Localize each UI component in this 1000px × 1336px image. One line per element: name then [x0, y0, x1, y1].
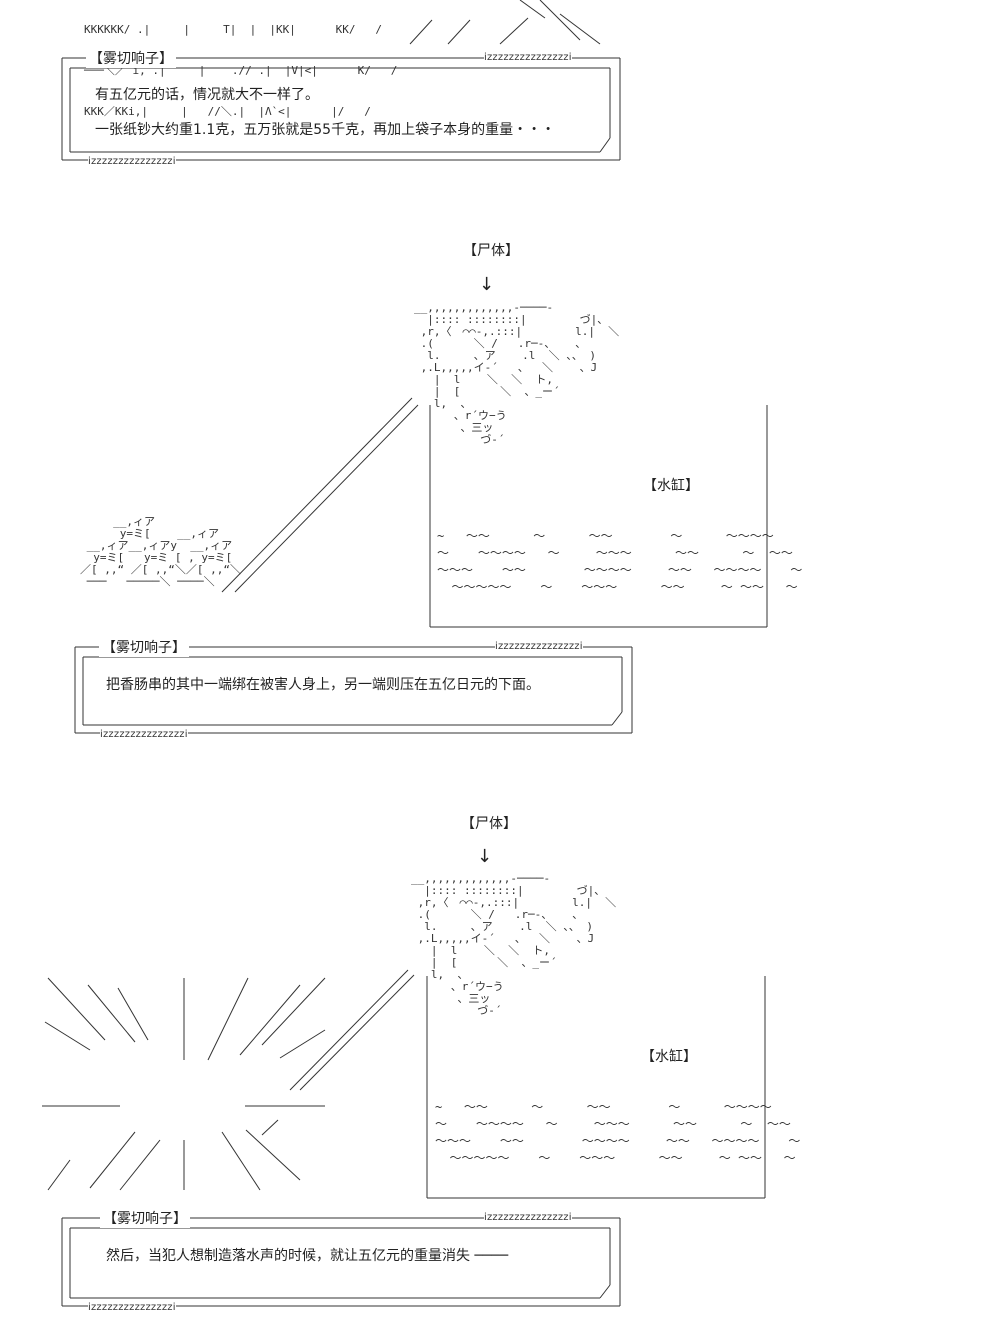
top-art-hatching	[409, 0, 601, 45]
panel-1-line-1: 有五亿元的话，情况就大不一样了。	[95, 87, 319, 103]
panel-3-izz-bottom: izzzzzzzzzzzzzzzi	[88, 1302, 176, 1313]
panel-1-izz-bottom: izzzzzzzzzzzzzzzi	[88, 156, 176, 167]
scene-2-corpse-figure: __,,,,,,,,,,,,,-────- |:::: ::::::::| づ|…	[411, 872, 617, 1017]
panel-2-line-1: 把香肠串的其中一端绑在被害人身上，另一端则压在五亿日元的下面。	[106, 677, 540, 693]
top-art-row-1: KKKKKK/ .| | T| | |KK| KK/ /	[84, 23, 383, 36]
scene-2-down-arrow: ↓	[477, 846, 493, 867]
panel-1-speaker: 【雾切响子】	[86, 48, 176, 68]
scene-2-water: ~ ～～ ～ ～～ ～ ～～～～ ～ ～～～～ ～ ～～～ ～～ ～ ～～ ～～…	[435, 1100, 801, 1165]
scene-1-money-pile: __,ィア y=ミ[ __,ィア __,ィア__,ィアy __,ィア y=ミ[ …	[80, 515, 241, 588]
panel-1-line-2: 一张纸钞大约重1.1克，五万张就是55千克，再加上袋子本身的重量・・・	[95, 122, 556, 138]
panel-3-line-1: 然后，当犯人想制造落水声的时候，就让五亿元的重量消失 ────	[106, 1248, 509, 1264]
panel-3-izz-top: izzzzzzzzzzzzzzzi	[484, 1212, 572, 1223]
panel-2-izz-top: izzzzzzzzzzzzzzzi	[495, 641, 583, 652]
scene-1-corpse-label: 【尸体】	[463, 243, 519, 259]
scene-2-tank-label: 【水缸】	[641, 1049, 697, 1065]
scene-1-water: ~ ～～ ～ ～～ ～ ～～～～ ～ ～～～～ ～ ～～～ ～～ ～ ～～ ～～…	[437, 529, 803, 594]
scene-1-rope	[221, 397, 419, 593]
scene-2-rope	[289, 969, 415, 1091]
scene-2-burst	[42, 977, 326, 1191]
scene-1-down-arrow: ↓	[479, 274, 495, 295]
scene-2-corpse-label: 【尸体】	[461, 816, 517, 832]
panel-1-izz-top: izzzzzzzzzzzzzzzi	[484, 52, 572, 63]
panel-2-speaker: 【雾切响子】	[99, 637, 189, 657]
scene-1-corpse-figure: __,,,,,,,,,,,,,-────- |:::: ::::::::| づ|…	[414, 301, 620, 446]
panel-3-speaker: 【雾切响子】	[100, 1208, 190, 1228]
scene-1-tank-label: 【水缸】	[643, 478, 699, 494]
top-art-row-3: KKK／KKi,| | //＼.| |Λ`<| |/ /	[84, 105, 371, 118]
panel-2-izz-bottom: izzzzzzzzzzzzzzzi	[100, 729, 188, 740]
scene-2-tank	[426, 976, 766, 1199]
scene-1-tank	[429, 405, 768, 628]
